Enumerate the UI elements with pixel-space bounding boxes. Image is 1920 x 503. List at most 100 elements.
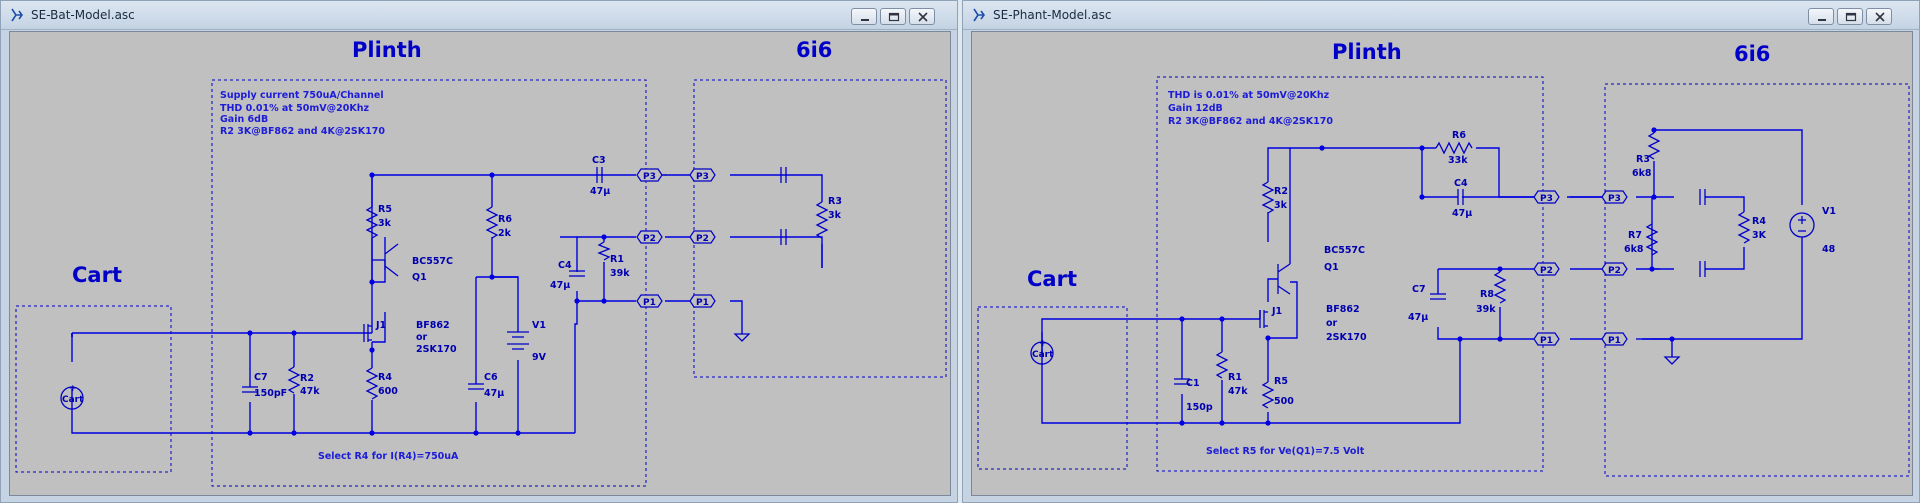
port-p1-plinth: P1 xyxy=(1533,332,1560,346)
plus-sign: + xyxy=(69,384,77,394)
window-titlebar[interactable]: SE-Bat-Model.asc xyxy=(1,1,957,30)
select-note: Select R5 for Ve(Q1)=7.5 Volt xyxy=(1206,446,1365,457)
resistor-r2[interactable]: R2 47k xyxy=(287,366,320,397)
j1-model: 2SK170 xyxy=(416,344,457,355)
voltage-source-v1[interactable]: V1 48 xyxy=(1789,206,1836,255)
r6-name: R6 xyxy=(1452,130,1466,141)
close-button[interactable] xyxy=(1866,8,1892,25)
cart-source-label: Cart xyxy=(62,395,84,405)
v1-name: V1 xyxy=(1822,206,1836,217)
resistor-r1[interactable]: R1 39k xyxy=(597,241,630,279)
note-line: Gain 6dB xyxy=(220,114,268,125)
resistor-r8[interactable]: R8 39k xyxy=(1476,271,1507,315)
sixisix-c-top xyxy=(780,167,787,183)
capacitor-c1[interactable]: C1 150p xyxy=(1174,378,1213,413)
r2-value: 47k xyxy=(300,386,320,397)
transistor-q1[interactable]: BC557C Q1 xyxy=(1277,245,1365,295)
plinth-label: Plinth xyxy=(1332,40,1402,64)
r4-name: R4 xyxy=(378,372,392,383)
select-note: Select R4 for I(R4)=750uA xyxy=(318,451,459,462)
r2-name: R2 xyxy=(300,373,314,384)
minimize-button[interactable] xyxy=(851,8,877,25)
r1-value: 47k xyxy=(1228,386,1248,397)
sixisix-c-bottom xyxy=(1699,261,1706,277)
svg-text:P2: P2 xyxy=(643,234,656,244)
c7-name: C7 xyxy=(254,372,268,383)
capacitor-c3[interactable]: C3 47µ xyxy=(590,155,610,197)
svg-text:P1: P1 xyxy=(1540,336,1553,346)
cart-source[interactable]: Cart + xyxy=(1030,339,1054,365)
j1-model: or xyxy=(416,332,428,343)
capacitor-c7[interactable]: C7 150pF xyxy=(242,372,287,399)
resistor-r1[interactable]: R1 47k xyxy=(1215,351,1248,397)
junction-dots xyxy=(1179,127,1675,426)
window-titlebar[interactable]: SE-Phant-Model.asc xyxy=(963,1,1919,30)
resistor-r3[interactable]: R3 6k8 xyxy=(1632,132,1661,179)
q1-model: BC557C xyxy=(1324,245,1365,256)
c4-name: C4 xyxy=(558,260,572,271)
j1-model: or xyxy=(1326,318,1338,329)
capacitor-c7[interactable]: C7 47µ xyxy=(1408,284,1446,323)
plus-sign: + xyxy=(1039,339,1047,349)
q1-name: Q1 xyxy=(1324,262,1339,273)
schematic-canvas[interactable]: Plinth 6i6 Cart THD is 0.01% at 50mV@20K… xyxy=(971,31,1913,496)
j1-name: J1 xyxy=(375,320,386,331)
minimize-button[interactable] xyxy=(1808,8,1834,25)
resistor-r6[interactable]: R6 2k xyxy=(485,206,512,239)
close-button[interactable] xyxy=(909,8,935,25)
port-p1-sixisix: P1 xyxy=(689,294,716,308)
c7-value: 150pF xyxy=(254,388,287,399)
maximize-button[interactable] xyxy=(1837,8,1863,25)
schematic-canvas[interactable]: Plinth 6i6 Cart Supply current 750uA/Cha… xyxy=(9,31,951,496)
r3-name: R3 xyxy=(828,196,842,207)
resistor-r3[interactable]: R3 3k xyxy=(815,196,842,239)
v1-name: V1 xyxy=(532,320,546,331)
c3-name: C3 xyxy=(592,155,606,166)
r3-value: 3k xyxy=(828,210,842,221)
port-flags: P3 P3 P2 P2 P1 P1 xyxy=(636,168,716,308)
c1-name: C1 xyxy=(1186,378,1200,389)
maximize-icon xyxy=(888,12,900,22)
resistor-r6[interactable]: R6 33k xyxy=(1435,130,1473,166)
port-p3-sixisix: P3 xyxy=(689,168,716,182)
capacitor-c6[interactable]: C6 47µ xyxy=(468,372,504,399)
r3-value: 6k8 xyxy=(1632,168,1652,179)
resistor-r5[interactable]: R5 500 xyxy=(1261,376,1294,409)
r6-value: 2k xyxy=(498,228,512,239)
c4-name: C4 xyxy=(1454,178,1468,189)
v1-value: 48 xyxy=(1822,244,1836,255)
cart-source[interactable]: Cart + xyxy=(60,384,84,410)
j1-model: BF862 xyxy=(1326,304,1360,315)
port-p3-plinth: P3 xyxy=(1533,190,1560,204)
resistor-r4[interactable]: R4 600 xyxy=(365,367,398,400)
capacitor-c4[interactable]: C4 47µ xyxy=(1452,178,1472,219)
resistor-r2[interactable]: R2 3k xyxy=(1261,181,1288,214)
transistor-q1[interactable]: BC557C Q1 xyxy=(372,243,453,283)
ltspice-app-icon xyxy=(973,8,985,22)
port-p1-sixisix: P1 xyxy=(1601,332,1628,346)
c7-name: C7 xyxy=(1412,284,1426,295)
resistor-r4[interactable]: R4 3K xyxy=(1737,211,1767,244)
capacitor-c4[interactable]: C4 47µ xyxy=(550,260,585,291)
ltspice-app-icon xyxy=(11,8,23,22)
note-line: R2 3K@BF862 and 4K@2SK170 xyxy=(1168,116,1333,127)
battery-v1[interactable]: V1 9V xyxy=(507,320,547,363)
resistor-r7[interactable]: R7 6k8 xyxy=(1624,223,1659,256)
maximize-button[interactable] xyxy=(880,8,906,25)
r4-value: 3K xyxy=(1752,230,1767,241)
r6-name: R6 xyxy=(498,214,512,225)
c7-value: 47µ xyxy=(1408,312,1428,323)
maximize-icon xyxy=(1845,12,1857,22)
jfet-j1[interactable]: J1 BF862 or 2SK170 xyxy=(363,320,457,355)
port-p3-plinth: P3 xyxy=(636,168,663,182)
resistor-r5[interactable]: R5 3k xyxy=(365,204,392,239)
r1-name: R1 xyxy=(610,254,624,265)
c3-value: 47µ xyxy=(590,186,610,197)
r5-name: R5 xyxy=(378,204,392,215)
svg-text:P1: P1 xyxy=(1608,336,1621,346)
sixisix-box xyxy=(693,79,947,378)
c4-value: 47µ xyxy=(550,280,570,291)
r5-name: R5 xyxy=(1274,376,1288,387)
cart-label: Cart xyxy=(1027,267,1077,291)
jfet-j1[interactable]: J1 BF862 or 2SK170 xyxy=(1259,304,1367,343)
